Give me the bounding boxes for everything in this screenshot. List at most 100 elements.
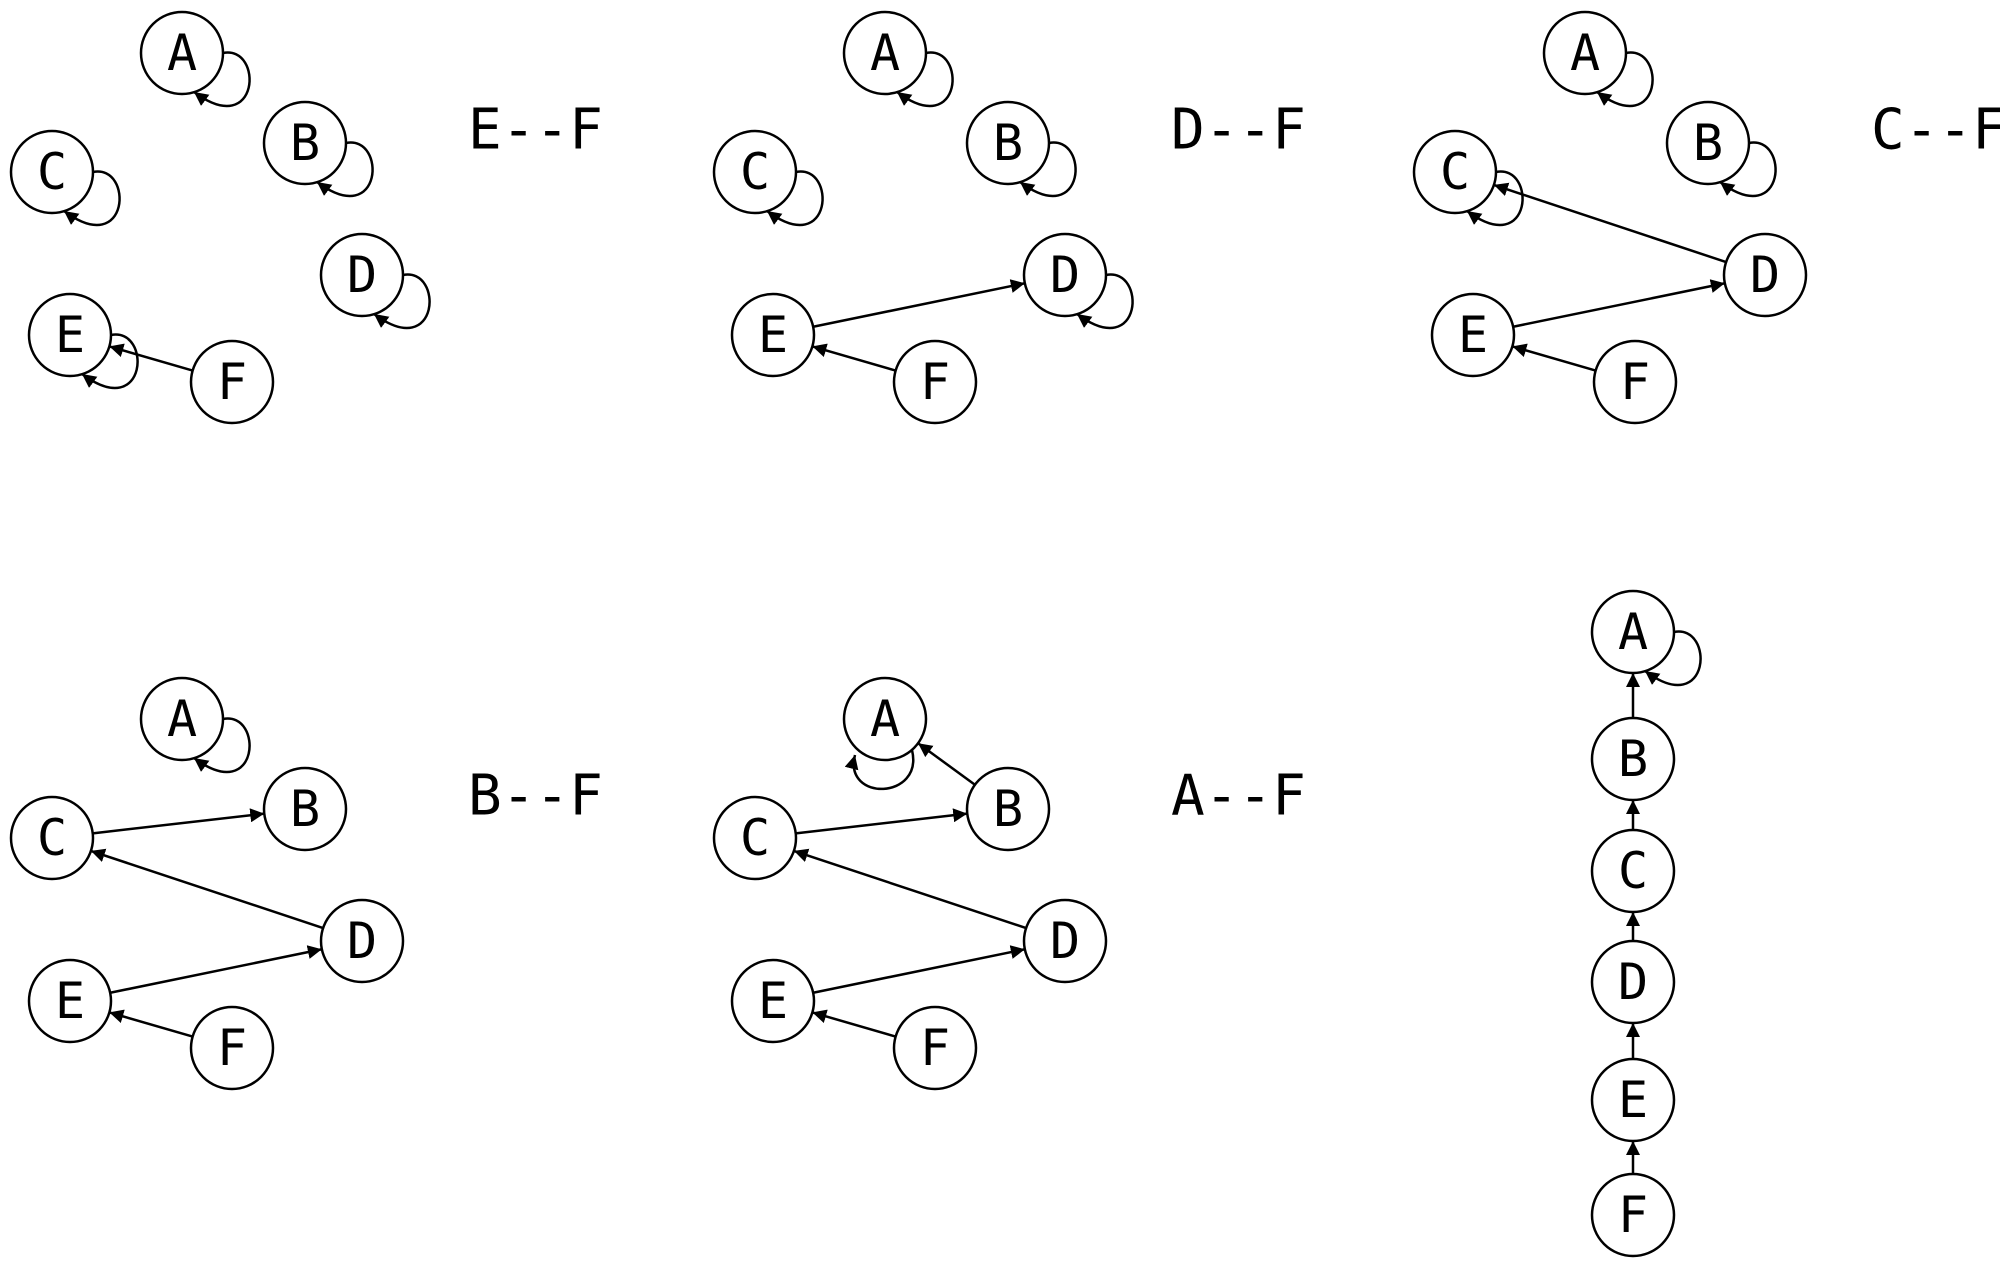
node-circle bbox=[262, 100, 348, 186]
node-f: F bbox=[189, 1005, 275, 1091]
node-label: A bbox=[167, 690, 197, 748]
edge-f-to-e bbox=[812, 1009, 896, 1038]
node-label: B bbox=[290, 114, 320, 172]
node-f: F bbox=[1590, 1172, 1676, 1258]
node-circle bbox=[842, 10, 928, 96]
edge-f-to-e bbox=[1512, 343, 1596, 372]
node-b: B bbox=[262, 766, 348, 852]
node-circle bbox=[1592, 339, 1678, 425]
node-circle bbox=[965, 100, 1051, 186]
node-circle bbox=[262, 766, 348, 852]
self-loop-a bbox=[1644, 630, 1702, 687]
node-circle bbox=[27, 958, 113, 1044]
node-circle bbox=[1412, 129, 1498, 215]
self-loop-a bbox=[896, 51, 954, 108]
node-circle bbox=[892, 1005, 978, 1091]
node-circle bbox=[1590, 589, 1676, 675]
node-label: F bbox=[920, 1019, 950, 1077]
node-e: E bbox=[730, 958, 816, 1044]
node-f: F bbox=[189, 339, 275, 425]
node-a: A bbox=[1542, 10, 1628, 96]
node-c: C bbox=[9, 129, 95, 215]
node-circle bbox=[1722, 232, 1808, 318]
node-circle bbox=[1590, 939, 1676, 1025]
node-d: D bbox=[1590, 939, 1676, 1025]
node-circle bbox=[1590, 716, 1676, 802]
node-circle bbox=[712, 129, 798, 215]
self-loop-a bbox=[1596, 51, 1654, 108]
node-label: E bbox=[55, 306, 85, 364]
node-label: E bbox=[758, 306, 788, 364]
node-label: F bbox=[217, 1019, 247, 1077]
node-d: D bbox=[319, 898, 405, 984]
node-label: B bbox=[1693, 114, 1723, 172]
node-d: D bbox=[319, 232, 405, 318]
self-loop-c bbox=[63, 170, 121, 227]
self-loop-e bbox=[81, 333, 139, 390]
edge-f-to-e bbox=[109, 1009, 193, 1038]
node-b: B bbox=[1665, 100, 1751, 186]
node-label: D bbox=[347, 912, 377, 970]
node-label: D bbox=[1050, 912, 1080, 970]
node-label: C bbox=[740, 143, 770, 201]
edge-c-to-b bbox=[92, 808, 265, 835]
edge-d-to-c bbox=[1493, 182, 1727, 264]
node-a: A bbox=[139, 676, 225, 762]
node-e: E bbox=[27, 292, 113, 378]
node-label: F bbox=[1618, 1186, 1648, 1244]
node-label: F bbox=[217, 353, 247, 411]
node-c: C bbox=[712, 795, 798, 881]
panel-1: A B C D E F E--F bbox=[9, 10, 603, 425]
node-label: A bbox=[870, 24, 900, 82]
node-b: B bbox=[262, 100, 348, 186]
node-label: E bbox=[55, 972, 85, 1030]
node-f: F bbox=[1592, 339, 1678, 425]
node-e: E bbox=[27, 958, 113, 1044]
node-f: F bbox=[892, 339, 978, 425]
edge-e-to-d bbox=[109, 945, 323, 994]
node-circle bbox=[842, 676, 928, 762]
edge-f-to-e bbox=[812, 343, 896, 372]
node-c: C bbox=[1412, 129, 1498, 215]
self-loop-d bbox=[1076, 273, 1134, 330]
panel-caption: E--F bbox=[468, 98, 603, 163]
edge-c-to-b bbox=[795, 808, 968, 835]
node-label: B bbox=[290, 780, 320, 838]
self-loop-a bbox=[193, 717, 251, 774]
node-circle bbox=[1022, 898, 1108, 984]
edge-f-to-e bbox=[109, 343, 193, 372]
edge-e-to-d bbox=[1512, 279, 1726, 328]
node-circle bbox=[319, 898, 405, 984]
node-label: C bbox=[1440, 143, 1470, 201]
node-label: C bbox=[1618, 842, 1648, 900]
node-e: E bbox=[1590, 1057, 1676, 1143]
edge-d-to-c bbox=[90, 848, 324, 930]
node-label: C bbox=[37, 143, 67, 201]
panel-caption: D--F bbox=[1171, 98, 1306, 163]
panel-caption: C--F bbox=[1871, 98, 2000, 163]
node-label: D bbox=[1618, 953, 1648, 1011]
node-label: D bbox=[1050, 246, 1080, 304]
node-label: E bbox=[758, 972, 788, 1030]
self-loop-c bbox=[766, 170, 824, 227]
node-label: A bbox=[167, 24, 197, 82]
node-a: A bbox=[139, 10, 225, 96]
node-circle bbox=[965, 766, 1051, 852]
node-label: A bbox=[1570, 24, 1600, 82]
node-b: B bbox=[965, 100, 1051, 186]
node-label: F bbox=[920, 353, 950, 411]
node-circle bbox=[9, 129, 95, 215]
node-label: A bbox=[1618, 603, 1648, 661]
node-circle bbox=[712, 795, 798, 881]
node-label: A bbox=[870, 690, 900, 748]
node-d: D bbox=[1722, 232, 1808, 318]
node-label: D bbox=[347, 246, 377, 304]
node-circle bbox=[730, 958, 816, 1044]
node-circle bbox=[1430, 292, 1516, 378]
node-circle bbox=[319, 232, 405, 318]
edge-d-to-c bbox=[793, 848, 1027, 930]
